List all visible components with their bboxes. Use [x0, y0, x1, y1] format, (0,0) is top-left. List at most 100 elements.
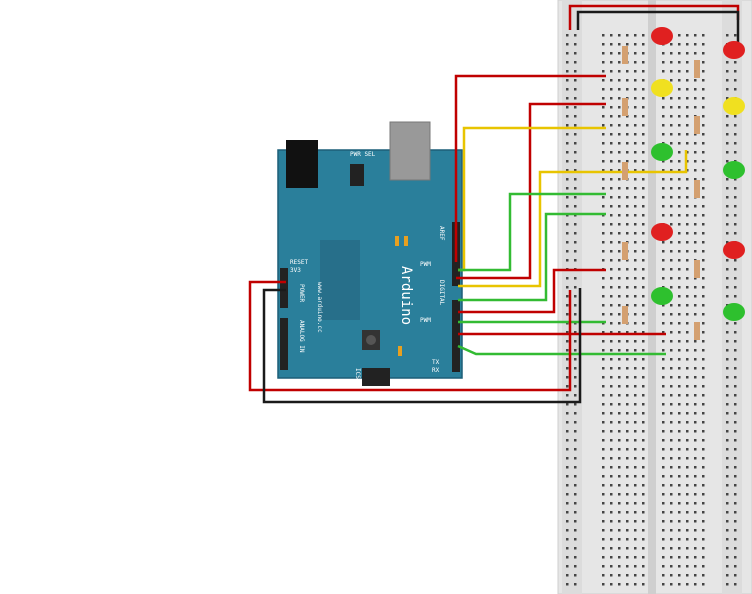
breadboard-hole — [574, 250, 577, 253]
breadboard-hole — [626, 448, 629, 451]
breadboard-hole — [642, 268, 645, 271]
breadboard-hole — [574, 448, 577, 451]
breadboard-hole — [618, 583, 621, 586]
breadboard-hole — [566, 295, 569, 298]
breadboard-hole — [574, 547, 577, 550]
breadboard-hole — [642, 232, 645, 235]
breadboard-hole — [610, 70, 613, 73]
breadboard-hole — [634, 430, 637, 433]
breadboard-hole — [626, 34, 629, 37]
breadboard-hole — [634, 457, 637, 460]
breadboard-hole — [678, 538, 681, 541]
breadboard-hole — [662, 385, 665, 388]
breadboard-hole — [566, 178, 569, 181]
breadboard-hole — [634, 214, 637, 217]
breadboard-hole — [618, 349, 621, 352]
breadboard-hole — [686, 133, 689, 136]
breadboard-hole — [566, 475, 569, 478]
breadboard-hole — [662, 214, 665, 217]
breadboard-hole — [670, 439, 673, 442]
breadboard-hole — [574, 565, 577, 568]
breadboard-hole — [662, 115, 665, 118]
breadboard-hole — [618, 97, 621, 100]
breadboard-hole — [618, 232, 621, 235]
breadboard-hole — [670, 403, 673, 406]
breadboard-hole — [662, 520, 665, 523]
breadboard-hole — [726, 34, 729, 37]
breadboard-hole — [662, 565, 665, 568]
breadboard-hole — [670, 196, 673, 199]
breadboard-hole — [662, 394, 665, 397]
breadboard-hole — [610, 223, 613, 226]
breadboard-hole — [678, 520, 681, 523]
aref-label: AREF — [438, 226, 445, 241]
breadboard-hole — [602, 142, 605, 145]
resistor — [694, 260, 700, 278]
breadboard-hole — [642, 538, 645, 541]
breadboard-hole — [734, 565, 737, 568]
led-green — [651, 143, 673, 161]
breadboard-hole — [686, 394, 689, 397]
breadboard-hole — [642, 124, 645, 127]
breadboard-hole — [686, 412, 689, 415]
breadboard-hole — [686, 268, 689, 271]
breadboard-hole — [618, 133, 621, 136]
breadboard-hole — [610, 205, 613, 208]
breadboard-hole — [734, 178, 737, 181]
breadboard-hole — [642, 340, 645, 343]
breadboard-hole — [662, 187, 665, 190]
breadboard-hole — [686, 376, 689, 379]
breadboard-hole — [662, 241, 665, 244]
breadboard-hole — [734, 430, 737, 433]
breadboard-hole — [642, 178, 645, 181]
breadboard-hole — [602, 520, 605, 523]
breadboard-hole — [634, 484, 637, 487]
breadboard-hole — [678, 169, 681, 172]
breadboard-hole — [642, 52, 645, 55]
breadboard-hole — [726, 259, 729, 262]
breadboard-hole — [702, 448, 705, 451]
breadboard-hole — [626, 151, 629, 154]
board-url: www.arduino.cc — [316, 282, 323, 333]
breadboard-hole — [610, 88, 613, 91]
breadboard-hole — [618, 142, 621, 145]
breadboard-hole — [642, 412, 645, 415]
breadboard-hole — [574, 304, 577, 307]
board-name: Arduino — [398, 266, 414, 325]
breadboard-hole — [670, 214, 673, 217]
breadboard-hole — [566, 151, 569, 154]
breadboard-hole — [602, 475, 605, 478]
breadboard-hole — [566, 43, 569, 46]
breadboard-hole — [602, 61, 605, 64]
breadboard-hole — [662, 160, 665, 163]
breadboard-hole — [694, 520, 697, 523]
breadboard-hole — [678, 97, 681, 100]
breadboard-hole — [670, 79, 673, 82]
breadboard-hole — [662, 52, 665, 55]
breadboard-hole — [642, 34, 645, 37]
breadboard-hole — [726, 268, 729, 271]
breadboard-hole — [702, 223, 705, 226]
breadboard-hole — [686, 430, 689, 433]
breadboard-hole — [726, 358, 729, 361]
breadboard-hole — [670, 529, 673, 532]
breadboard-hole — [702, 196, 705, 199]
breadboard-hole — [602, 151, 605, 154]
breadboard-hole — [670, 385, 673, 388]
breadboard-hole — [694, 79, 697, 82]
breadboard-hole — [734, 142, 737, 145]
breadboard-hole — [566, 529, 569, 532]
breadboard-hole — [734, 457, 737, 460]
breadboard-hole — [566, 259, 569, 262]
breadboard-hole — [694, 313, 697, 316]
breadboard-hole — [610, 493, 613, 496]
breadboard-hole — [618, 34, 621, 37]
breadboard-hole — [670, 358, 673, 361]
breadboard-hole — [726, 124, 729, 127]
breadboard-hole — [678, 268, 681, 271]
breadboard-hole — [702, 439, 705, 442]
breadboard-hole — [642, 142, 645, 145]
wire-red — [454, 74, 606, 262]
breadboard-hole — [642, 565, 645, 568]
breadboard-hole — [602, 34, 605, 37]
